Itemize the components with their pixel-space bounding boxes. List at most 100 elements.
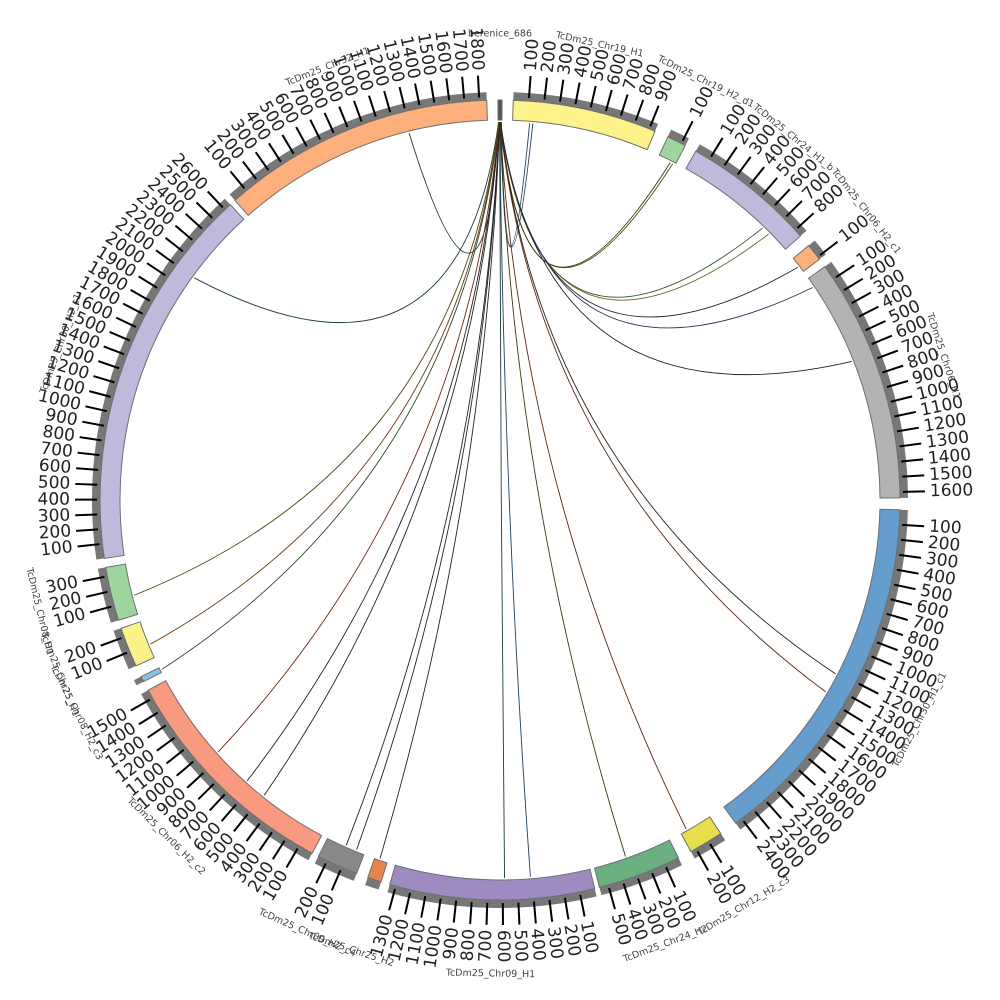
tick-mark: [532, 901, 537, 924]
tick-mark: [220, 803, 237, 822]
segment-TcDm25_Chr19_H1[interactable]: 100200300400500600700800900TcDm25_Chr19_…: [512, 30, 682, 151]
tick-mark: [245, 822, 261, 842]
tick-mark: [79, 436, 102, 442]
tick-mark: [77, 543, 100, 548]
tick-mark: [608, 887, 616, 910]
tick-mark: [858, 682, 879, 695]
tick-mark: [388, 888, 396, 911]
segment-TcDm25_Chr30_H2_c1[interactable]: 1002003004005006007008009001000110012001…: [36, 150, 245, 561]
tick-mark: [754, 811, 771, 830]
segment-bar[interactable]: [680, 816, 722, 853]
tick-mark: [436, 898, 442, 921]
segment-TcDm25_Chr06_H2_c2[interactable]: 1002003004005006007008009001000110012001…: [84, 680, 323, 905]
segment-scale-band: [314, 856, 357, 881]
segment-TcDm25_Chr24_H1_b[interactable]: 100200300400500600700800TcDm25_Chr24_H1_…: [685, 101, 848, 250]
tick-mark: [777, 791, 794, 809]
tick-mark: [559, 79, 565, 102]
tick-mark: [258, 831, 273, 851]
tick-mark: [485, 902, 489, 925]
segment-bar[interactable]: [140, 667, 163, 683]
tick-mark: [445, 78, 451, 101]
segment-bar[interactable]: [807, 265, 901, 499]
tick-label: 500: [510, 929, 531, 962]
segment-bar[interactable]: [105, 563, 139, 621]
tick-mark: [155, 249, 175, 265]
tick-mark: [896, 426, 919, 433]
segment-bar[interactable]: [685, 150, 802, 250]
segment-name-label: berenice_686: [468, 29, 532, 40]
segment-bar[interactable]: [317, 837, 365, 875]
tick-mark: [749, 166, 765, 185]
tick-label: 1800: [465, 27, 487, 71]
segment-TcDm25_Chr30_H1_c1[interactable]: 1002003004005006007008009001000110012001…: [723, 508, 962, 883]
segment-berenice_686[interactable]: berenice_686: [468, 29, 532, 121]
tick-mark: [796, 212, 815, 229]
link-TcDm25_Chr06_H2_c2: [246, 121, 500, 782]
tick-mark: [130, 698, 151, 712]
segment-bar[interactable]: [120, 621, 155, 667]
segment-bar[interactable]: [792, 244, 821, 273]
tick-mark: [315, 862, 327, 884]
tick-label: 300: [554, 41, 579, 76]
tick-mark: [323, 112, 335, 134]
tick-mark: [429, 80, 436, 103]
link-TcDm25_Chr12_H2_c3: [499, 121, 687, 830]
segment-bar[interactable]: [234, 99, 488, 217]
tick-mark: [899, 553, 922, 559]
segment-TcDm25_Chr32_H1[interactable]: 1002003004005006007008009001000110012001…: [199, 27, 488, 217]
tick-mark: [93, 375, 115, 384]
tick-mark: [604, 89, 613, 112]
tick-mark: [195, 201, 213, 219]
segment-bar[interactable]: [367, 858, 388, 883]
tick-label: 400: [526, 928, 549, 962]
tick-mark: [681, 120, 694, 142]
segment-bar[interactable]: [389, 864, 596, 901]
tick-label: 600: [493, 930, 513, 963]
link-TcDm25_Chr09_H2_c4: [356, 121, 500, 850]
tick-mark: [876, 349, 899, 360]
segment-bar[interactable]: [99, 203, 245, 560]
tick-mark: [147, 724, 167, 739]
tick-mark: [75, 482, 98, 486]
tick-mark: [106, 651, 128, 662]
tick-label: 800: [41, 422, 76, 447]
segment-TcDm25_Chr09_H1[interactable]: 1002003004005006007008009001000110012001…: [367, 864, 602, 980]
tick-mark: [882, 364, 904, 374]
tick-mark: [622, 883, 632, 905]
tick-label: 300: [37, 505, 70, 526]
tick-mark: [851, 291, 872, 305]
link-TcDm25_Chr30_H1_c1: [499, 121, 836, 675]
segment-TcDm25_Chr06_H1[interactable]: 1002003004005006007008009001000110012001…: [807, 236, 974, 501]
segment-name-label: TcDm25_Chr06_H2_c1: [828, 166, 903, 256]
segment-bar[interactable]: [512, 99, 656, 151]
link-TcDm25_Chr24_H2: [499, 121, 626, 857]
tick-mark: [209, 793, 226, 812]
segment-bar[interactable]: [497, 99, 503, 121]
tick-mark: [75, 513, 98, 517]
tick-label: 200: [927, 533, 961, 556]
tick-label: 200: [538, 39, 561, 73]
tick-mark: [710, 137, 724, 158]
tick-label: 500: [37, 473, 70, 494]
tick-mark: [901, 458, 924, 463]
link-TcDm25_Chr09_H1: [499, 121, 531, 877]
segment-bar[interactable]: [593, 839, 680, 889]
tick-mark: [787, 780, 806, 798]
tick-mark: [414, 83, 421, 106]
tick-mark: [115, 316, 137, 328]
tick-mark: [808, 758, 827, 774]
tick-mark: [736, 156, 752, 176]
segment-bar[interactable]: [658, 136, 686, 164]
tick-mark: [890, 395, 913, 403]
tick-mark: [404, 892, 412, 915]
tick-mark: [156, 736, 176, 752]
segment-bar[interactable]: [723, 508, 901, 824]
tick-mark: [88, 390, 111, 398]
segment-bar[interactable]: [147, 680, 323, 854]
tick-mark: [894, 410, 916, 418]
link-TcDm25_Chr08_H2_c3: [161, 121, 500, 670]
tick-mark: [76, 467, 99, 471]
tick-mark: [649, 105, 660, 127]
